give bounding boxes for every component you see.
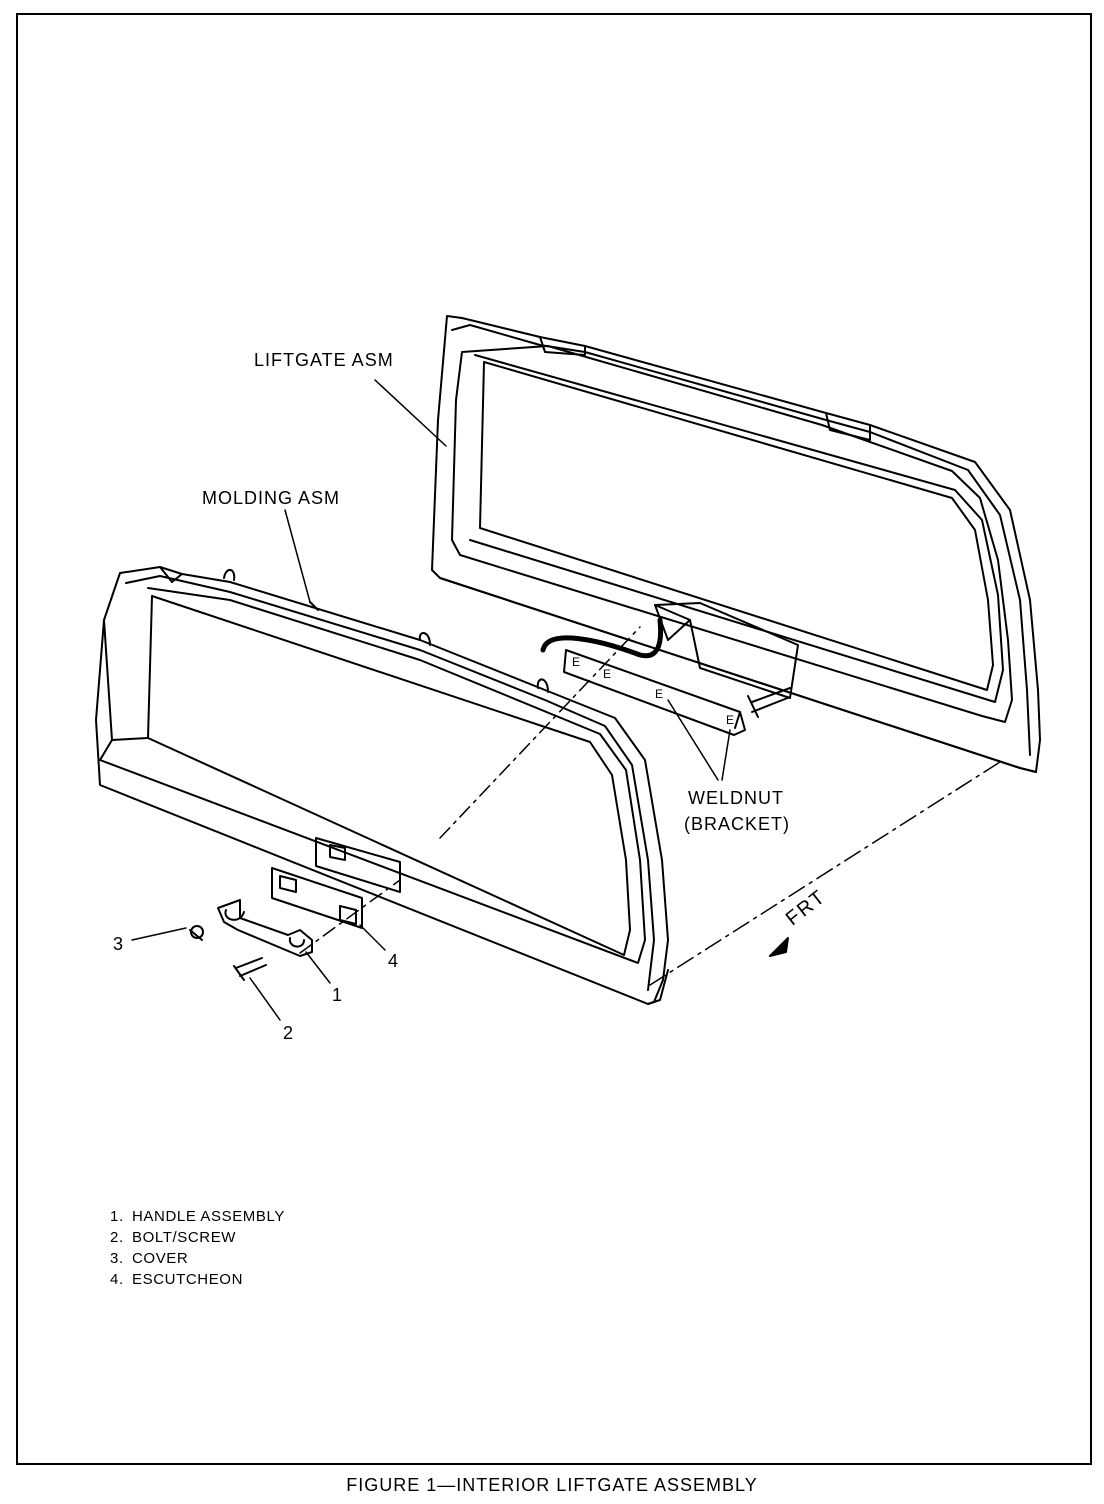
leader-lines: [131, 379, 1001, 1021]
legend-item: 2. BOLT/SCREW: [110, 1227, 285, 1248]
svg-text:E: E: [572, 655, 580, 669]
legend-number: 2.: [110, 1229, 124, 1246]
svg-text:E: E: [655, 687, 663, 701]
legend-number: 4.: [110, 1271, 124, 1288]
weldnut-label: WELDNUT: [688, 788, 784, 808]
legend-text: BOLT/SCREW: [132, 1229, 237, 1246]
liftgate-asm-label: LIFTGATE ASM: [254, 350, 394, 370]
legend-text: ESCUTCHEON: [132, 1271, 244, 1288]
legend-item: 1. HANDLE ASSEMBLY: [110, 1206, 285, 1227]
callout-3: 3: [113, 934, 124, 954]
legend-number: 1.: [110, 1208, 124, 1225]
legend-text: HANDLE ASSEMBLY: [132, 1208, 285, 1225]
handle-parts: [189, 837, 401, 981]
callout-2: 2: [283, 1023, 294, 1043]
molding-frame: [95, 566, 669, 1005]
callout-4: 4: [388, 951, 399, 971]
svg-text:E: E: [726, 713, 734, 727]
figure-border: [16, 13, 1092, 1465]
weldnut-bracket: E E E E: [540, 617, 791, 736]
frt-arrow-icon: [769, 937, 789, 957]
legend-item: 3. COVER: [110, 1248, 285, 1269]
legend-text: COVER: [132, 1250, 189, 1267]
molding-asm-label: MOLDING ASM: [202, 488, 341, 508]
legend-number: 3.: [110, 1250, 124, 1267]
bracket-label: (BRACKET): [684, 814, 791, 834]
callout-1: 1: [332, 985, 343, 1005]
svg-text:E: E: [603, 667, 611, 681]
figure-caption: FIGURE 1—INTERIOR LIFTGATE ASSEMBLY: [346, 1475, 758, 1495]
parts-legend: 1. HANDLE ASSEMBLY 2. BOLT/SCREW 3. COVE…: [110, 1206, 285, 1290]
legend-item: 4. ESCUTCHEON: [110, 1269, 285, 1290]
liftgate-panel: [431, 315, 1041, 773]
